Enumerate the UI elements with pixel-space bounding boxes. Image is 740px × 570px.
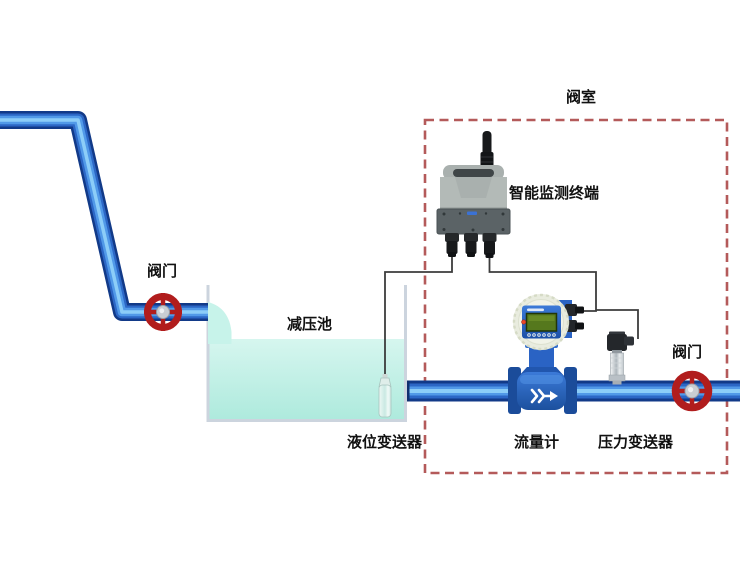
terminal-label: 智能监测终端 bbox=[509, 185, 600, 202]
wire-to-pressure-sensor bbox=[596, 309, 639, 339]
valve-wheel-left-icon bbox=[144, 293, 182, 331]
wire-to-level-probe bbox=[384, 248, 453, 378]
terminal-led bbox=[467, 211, 477, 215]
signal-wires bbox=[384, 248, 639, 378]
dashed-room-boundary bbox=[423, 118, 729, 475]
terminal-cable-glands bbox=[445, 233, 497, 258]
flow-meter-indicator-dot bbox=[521, 319, 527, 325]
level-transmitter-label: 液位变送器 bbox=[347, 434, 423, 451]
pool-water-icon bbox=[206, 285, 407, 422]
pressure-sensor-icon bbox=[607, 331, 634, 385]
flow-meter-label: 流量计 bbox=[514, 434, 560, 451]
flow-direction-arrow-icon bbox=[530, 388, 558, 404]
pool-bottom-wall bbox=[206, 419, 407, 422]
pool-left-wall bbox=[206, 285, 210, 422]
valve-right-label: 阀门 bbox=[672, 344, 703, 361]
pool-water bbox=[209, 339, 404, 419]
flow-meter-icon bbox=[508, 293, 584, 414]
valve-room-label: 阀室 bbox=[566, 89, 597, 106]
flow-meter-buttons bbox=[527, 333, 556, 337]
wire-to-flow-meter bbox=[488, 248, 597, 312]
level-probe-icon bbox=[378, 374, 392, 418]
pool-label: 减压池 bbox=[287, 316, 333, 333]
pipe-icon bbox=[0, 111, 208, 321]
pressure-transmitter-label: 压力变送器 bbox=[598, 434, 674, 451]
valve-left-label: 阀门 bbox=[147, 263, 178, 280]
valve-wheel-right-icon bbox=[671, 370, 713, 412]
antenna-icon bbox=[482, 131, 492, 157]
pool-right-wall bbox=[404, 285, 407, 422]
terminal-screws bbox=[442, 212, 505, 232]
waterfall-icon bbox=[208, 302, 232, 344]
telemetry-terminal-icon bbox=[436, 131, 511, 258]
